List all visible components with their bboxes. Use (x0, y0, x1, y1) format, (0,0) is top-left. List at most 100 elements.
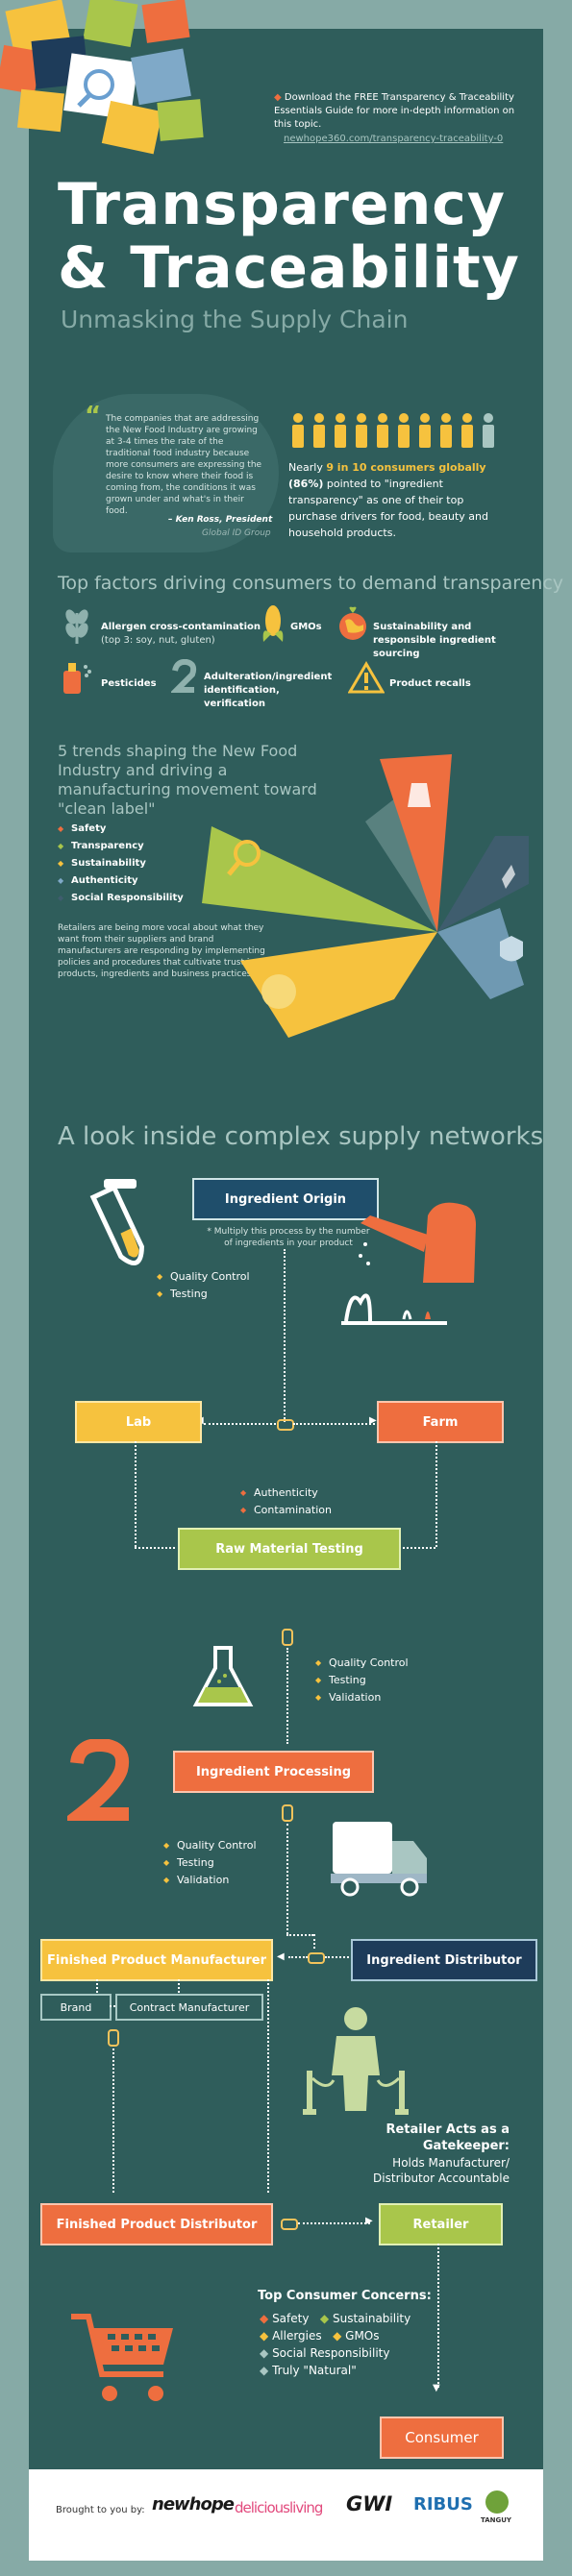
shield-icon (500, 936, 523, 962)
factor-gmos: GMOs (290, 622, 322, 632)
raw-check-qc: Quality Control (315, 1655, 440, 1672)
quote-org: Global ID Group (202, 528, 271, 538)
arrow-right-icon: ▶ (369, 1415, 377, 1426)
factor-allergen: Allergen cross-contamination (101, 622, 261, 632)
concern-allergies: Allergies (272, 2329, 322, 2343)
social-shard (437, 836, 529, 932)
quote-text: The companies that are addressing the Ne… (106, 414, 262, 516)
connector-brand-contract (110, 2005, 115, 2007)
earth-icon (261, 974, 296, 1009)
factor-recalls: Product recalls (389, 678, 471, 689)
connector-farm-down (435, 1441, 437, 1547)
lab-check-authenticity: Authenticity (240, 1484, 365, 1502)
trends-pinwheel (202, 754, 529, 1038)
connector-distributor-mid (325, 1956, 349, 1958)
connector-distributor-left (288, 1956, 308, 1958)
factors-heading: Top factors driving consumers to demand … (58, 573, 564, 594)
number-two-icon (171, 659, 197, 693)
processing-check-testing: Testing (163, 1854, 288, 1872)
factor-pesticides: Pesticides (101, 678, 157, 689)
watering-can-icon (341, 1202, 476, 1325)
node-contract-manufacturer: Contract Manufacturer (115, 1994, 263, 2021)
people-icons (292, 413, 494, 448)
connector-farm-left (399, 1547, 435, 1549)
connector-processing-down (286, 1824, 288, 1934)
trend-transparency: Transparency (58, 838, 211, 855)
connector-retailer-down (437, 2244, 439, 2388)
connector-origin-down (284, 1249, 286, 1422)
node-lab: Lab (75, 1401, 202, 1443)
node-ingredient-distributor: Ingredient Distributor (351, 1939, 537, 1981)
node-finished-manufacturer: Finished Product Manufacturer (40, 1939, 273, 1981)
brought-by-label: Brought to you by: (56, 2505, 145, 2515)
stat-text: Nearly 9 in 10 consumers globally (86%) … (288, 461, 488, 539)
connector-to-farm (293, 1423, 375, 1425)
chain-link-icon (281, 2219, 298, 2230)
wheat-icon (65, 609, 88, 644)
chain-link-icon (277, 1419, 294, 1431)
connector-brand (96, 1979, 98, 1993)
corn-icon (262, 605, 284, 642)
gatekeeper-sub: Holds Manufacturer/ Distributor Accounta… (373, 2156, 510, 2185)
connector-raw-down (286, 1648, 288, 1744)
chain-link-icon (308, 1952, 325, 1964)
gatekeeper-icon (303, 2007, 409, 2115)
stat-highlight: 9 in 10 consumers globally (326, 461, 486, 474)
connector-manufacturer-down (112, 2049, 114, 2193)
trend-social-responsibility: Social Responsibility (58, 890, 211, 907)
page-title-line1: Transparency (58, 171, 506, 238)
processing-checks: Quality Control Testing Validation (163, 1837, 288, 1889)
authenticity-shard (437, 908, 524, 999)
safety-shard (380, 754, 452, 932)
truck-icon (331, 1822, 427, 1897)
download-link[interactable]: newhope360.com/transparency-traceability… (284, 134, 504, 144)
origin-note: * Multiply this process by the number of… (207, 1227, 370, 1248)
origin-check-testing: Testing (157, 1286, 272, 1303)
connector-to-retailer (298, 2222, 370, 2224)
concern-sustainability: Sustainability (332, 2312, 411, 2325)
concern-gmos: GMOs (345, 2329, 380, 2343)
gatekeeper-title: Retailer Acts as a Gatekeeper: (385, 2122, 510, 2153)
arrow-left-icon: ◀ (277, 1951, 285, 1962)
hand-icon (502, 865, 515, 889)
trend-sustainability: Sustainability (58, 855, 211, 872)
node-finished-distributor: Finished Product Distributor (40, 2203, 273, 2245)
network-heading: A look inside complex supply networks (58, 1122, 544, 1151)
chain-link-icon (282, 1804, 293, 1822)
download-guide-text: ◆ Download the FREE Transparency & Trace… (274, 92, 515, 130)
connector-to-lab (204, 1423, 276, 1425)
magnifier-icon (84, 69, 114, 100)
concerns-list: ◆ Safety ◆ Sustainability ◆ Allergies ◆ … (260, 2312, 411, 2377)
quote-mark-icon: “ (85, 402, 102, 430)
logo-tanguy-mark (485, 2490, 509, 2514)
concerns-title: Top Consumer Concerns: (258, 2289, 432, 2303)
processing-check-validation: Validation (163, 1872, 288, 1889)
raw-check-validation: Validation (315, 1689, 440, 1706)
warning-icon (348, 661, 385, 694)
connector-processing-right (286, 1934, 313, 1936)
lab-checks: Authenticity Contamination (240, 1484, 365, 1519)
page-title-line2: & Traceability (58, 234, 520, 302)
page-subtitle: Unmasking the Supply Chain (61, 306, 409, 333)
logo-deliciousliving: deliciousliving (235, 2499, 323, 2516)
sustainability-shard (240, 932, 437, 1038)
origin-checks: Quality Control Testing (157, 1268, 272, 1303)
factor-sustainability: Sustainability and responsible ingredien… (373, 622, 496, 659)
globe-icon (339, 606, 366, 640)
logo-tanguy: TANGUY (481, 2516, 512, 2524)
node-consumer: Consumer (380, 2417, 504, 2459)
concern-safety: Safety (272, 2312, 310, 2325)
node-ingredient-processing: Ingredient Processing (173, 1751, 374, 1793)
arrow-right-icon: ▶ (365, 2216, 373, 2226)
connector-lab-right (135, 1547, 175, 1549)
flask-icon (192, 1646, 254, 1706)
factor-adulteration: Adulteration/ingredient identification, … (204, 672, 333, 709)
arrow-down-icon: ▼ (433, 2383, 440, 2393)
logo-newhope: newhope (152, 2494, 235, 2515)
connector-manufacturer-right (267, 1979, 269, 2193)
connector-contract (178, 1979, 180, 1993)
connector-lab-down (135, 1441, 137, 1547)
chain-link-icon (282, 1629, 293, 1646)
test-tube-icon (89, 1179, 144, 1266)
node-raw-material-testing: Raw Material Testing (178, 1528, 401, 1570)
